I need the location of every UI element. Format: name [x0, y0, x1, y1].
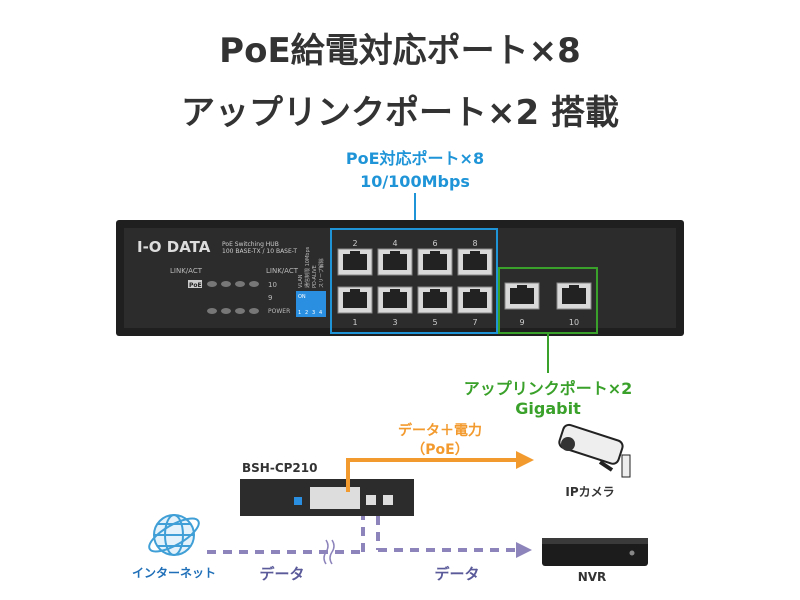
- port-label-8: 8: [472, 239, 477, 248]
- dip-label-vlan: VLAN: [298, 274, 304, 288]
- dip-on-label: ON: [298, 294, 306, 300]
- ip-camera-icon: [558, 423, 631, 478]
- port-4[interactable]: [377, 248, 413, 276]
- camera-label: IPカメラ: [565, 485, 614, 499]
- port-label-3: 3: [392, 318, 397, 327]
- poe-arrow-icon: [516, 451, 534, 469]
- nvr-icon: [542, 538, 648, 566]
- dip-label-pd-alive: PD-ALIVE: [312, 265, 318, 288]
- headline-line1: PoE給電対応ポート×8: [219, 31, 581, 71]
- dip-2: 2: [305, 310, 308, 316]
- port-label-9: 9: [519, 318, 524, 327]
- dip-label-limit: 通信制限 10Mbps: [304, 246, 311, 288]
- data-arrow-icon: [516, 542, 532, 558]
- small-switch: [240, 479, 414, 516]
- port-6[interactable]: [417, 248, 453, 276]
- port-label-10: 10: [569, 318, 579, 327]
- port-3[interactable]: [377, 286, 413, 314]
- port-label-2: 2: [352, 239, 357, 248]
- port-label-4: 4: [392, 239, 397, 248]
- dip-label-sleep: スリープ解除: [318, 258, 325, 288]
- led-10-label: 10: [268, 281, 277, 289]
- port-label-7: 7: [472, 318, 477, 327]
- port-2[interactable]: [337, 248, 373, 276]
- port-7[interactable]: [457, 286, 493, 314]
- data-label-right: データ: [434, 565, 479, 583]
- device-label: BSH-CP210: [242, 461, 317, 475]
- poe-flow-label2: （PoE）: [411, 442, 468, 458]
- poe-flow-label1: データ＋電力: [398, 422, 482, 439]
- led-power-label: POWER: [268, 308, 290, 315]
- globe-icon: [148, 514, 200, 556]
- headline-line2: アップリンクポート×2 搭載: [181, 93, 619, 133]
- dip-1: 1: [298, 310, 301, 316]
- port-9[interactable]: [504, 282, 540, 310]
- dip-4: 4: [319, 310, 322, 316]
- uplink-callout-line2: Gigabit: [515, 399, 581, 418]
- data-flow-lines: [207, 516, 518, 554]
- poe-flow-line: [346, 458, 518, 492]
- line-break-icon: [323, 539, 335, 565]
- led-link-act-label: LINK/ACT: [170, 267, 203, 275]
- dip-3: 3: [312, 310, 315, 316]
- led-indicators: [207, 281, 259, 314]
- brand-logo: I-O DATA: [137, 238, 211, 256]
- port-1[interactable]: [337, 286, 373, 314]
- data-label-left: データ: [259, 565, 304, 583]
- internet-label: インターネット: [132, 566, 216, 580]
- led-9-label: 9: [268, 294, 272, 302]
- poe-callout-line2: 10/100Mbps: [360, 172, 470, 191]
- port-10[interactable]: [556, 282, 592, 310]
- poe-callout-line1: PoE対応ポート×8: [346, 149, 484, 168]
- port-label-6: 6: [432, 239, 437, 248]
- led-poe-label: PoE: [189, 282, 202, 289]
- poe-ports-highlight: [330, 228, 498, 334]
- switch-front-panel: I-O DATA PoE Switching HUB 100 BASE-TX /…: [116, 220, 684, 336]
- port-8[interactable]: [457, 248, 493, 276]
- port-label-5: 5: [432, 318, 437, 327]
- model-line1: PoE Switching HUB: [222, 241, 279, 248]
- dip-switch[interactable]: ON 1 2 3 4: [296, 291, 326, 317]
- port-label-1: 1: [352, 318, 357, 327]
- port-5[interactable]: [417, 286, 453, 314]
- model-line2: 100 BASE-TX / 10 BASE-T: [222, 248, 297, 255]
- uplink-callout-line1: アップリンクポート×2: [464, 379, 633, 398]
- nvr-label: NVR: [578, 570, 607, 584]
- led-link-act-right-label: LINK/ACT: [266, 267, 299, 275]
